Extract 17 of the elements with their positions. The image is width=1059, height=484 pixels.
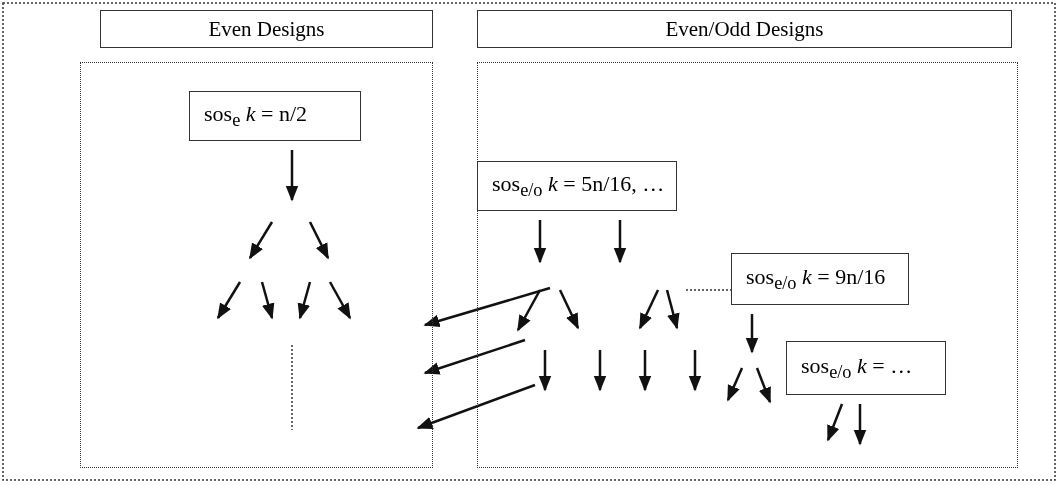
formula-box: sos$_{e/o}$ k = 9n/16 xyxy=(731,253,909,305)
panel-box xyxy=(477,62,1018,468)
header-box: Even Designs xyxy=(100,10,433,48)
formula-box: sos$_{e/o}$ k = 5n/16, … xyxy=(477,161,677,211)
arrow xyxy=(826,403,844,442)
formula-box: sos$_{e/o}$ k = … xyxy=(786,341,946,395)
arrow xyxy=(423,286,551,328)
arrow xyxy=(416,383,536,430)
arrow xyxy=(613,220,627,264)
arrow xyxy=(745,314,759,354)
arrow xyxy=(533,220,547,264)
header-box: Even/Odd Designs xyxy=(477,10,1012,48)
arrow xyxy=(285,150,299,202)
arrow xyxy=(423,338,526,375)
panel-box xyxy=(80,62,433,468)
arrow xyxy=(853,404,867,446)
formula-box: sos$_{e}$ k = n/2 xyxy=(189,91,361,141)
